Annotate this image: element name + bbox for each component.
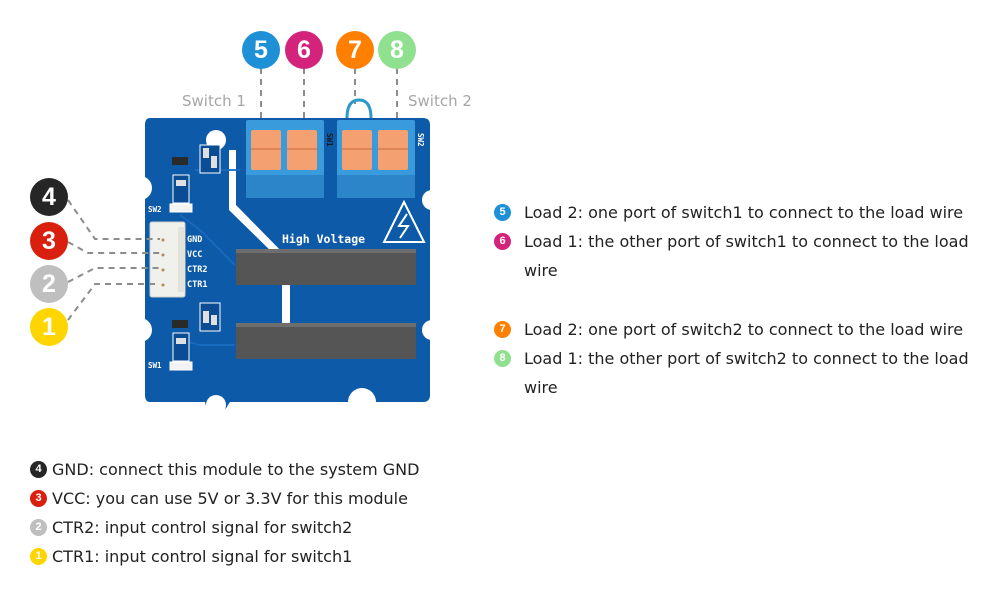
silk-vcc: VCC xyxy=(187,250,202,260)
switch-2-label: Switch 2 xyxy=(408,92,472,110)
silk-ctr1: CTR1 xyxy=(187,280,207,290)
badge-small-2: 2 xyxy=(30,519,47,536)
leader-line-1 xyxy=(67,283,160,321)
pin-description-text: VCC: you can use 5V or 3.3V for this mod… xyxy=(52,489,408,508)
badge-small-6: 6 xyxy=(494,233,511,250)
silk-ctr2: CTR2 xyxy=(187,265,207,275)
badge-small-3: 3 xyxy=(30,490,47,507)
badge-small-7: 7 xyxy=(494,321,511,338)
relay-top xyxy=(236,249,416,285)
pin-description-text: CTR2: input control signal for switch2 xyxy=(52,518,353,537)
wire-loop xyxy=(345,98,373,119)
lever-6 xyxy=(287,130,317,170)
badge-pin-4: 4 xyxy=(30,178,68,216)
badge-pin-8: 8 xyxy=(378,31,416,69)
load-description-text: Load 2: one port of switch1 to connect t… xyxy=(524,203,964,222)
smd-components xyxy=(169,144,221,371)
load-description-text: Load 2: one port of switch2 to connect t… xyxy=(524,320,964,339)
leader-line-4 xyxy=(67,199,160,240)
mount-hole xyxy=(128,176,152,200)
silk-high-voltage: High Voltage xyxy=(282,232,365,246)
silk-sw2-led: SW2 xyxy=(148,205,162,214)
badge-pin-3: 3 xyxy=(30,222,68,260)
load-description-text: Load 1: the other port of switch2 to con… xyxy=(524,349,969,397)
silk-sw2-terminal: SW2 xyxy=(416,133,425,147)
leader-line-3 xyxy=(67,241,160,254)
high-voltage-warning-icon xyxy=(382,199,426,243)
isolation-slot xyxy=(229,150,290,325)
pcb-board: GND VCC CTR2 CTR1 High Voltage SW2 SW1 S… xyxy=(128,98,442,416)
badge-pin-6: 6 xyxy=(285,31,323,69)
mount-hole xyxy=(348,388,376,416)
badge-small-4: 4 xyxy=(30,461,47,478)
switch-1-label: Switch 1 xyxy=(182,92,246,110)
lever-5 xyxy=(251,130,281,170)
badge-small-5: 5 xyxy=(494,204,511,221)
badge-pin-1: 1 xyxy=(30,308,68,346)
pin-description-text: CTR1: input control signal for switch1 xyxy=(52,547,353,566)
badge-pin-2: 2 xyxy=(30,265,68,303)
badge-small-1: 1 xyxy=(30,548,47,565)
silk-gnd: GND xyxy=(187,235,202,245)
lever-8 xyxy=(378,130,408,170)
badge-small-8: 8 xyxy=(494,350,511,367)
mount-hole xyxy=(128,318,152,342)
relay-bottom xyxy=(236,323,416,359)
mount-hole xyxy=(422,320,442,340)
lever-7 xyxy=(342,130,372,170)
silk-sw1-led: SW1 xyxy=(148,361,162,370)
mount-hole xyxy=(422,190,442,210)
badge-pin-7: 7 xyxy=(336,31,374,69)
silk-sw1-terminal: SW1 xyxy=(325,133,334,147)
load-description-text: Load 1: the other port of switch1 to con… xyxy=(524,232,969,280)
badge-pin-5: 5 xyxy=(242,31,280,69)
mount-hole xyxy=(206,395,226,415)
pin-description-text: GND: connect this module to the system G… xyxy=(52,460,420,479)
